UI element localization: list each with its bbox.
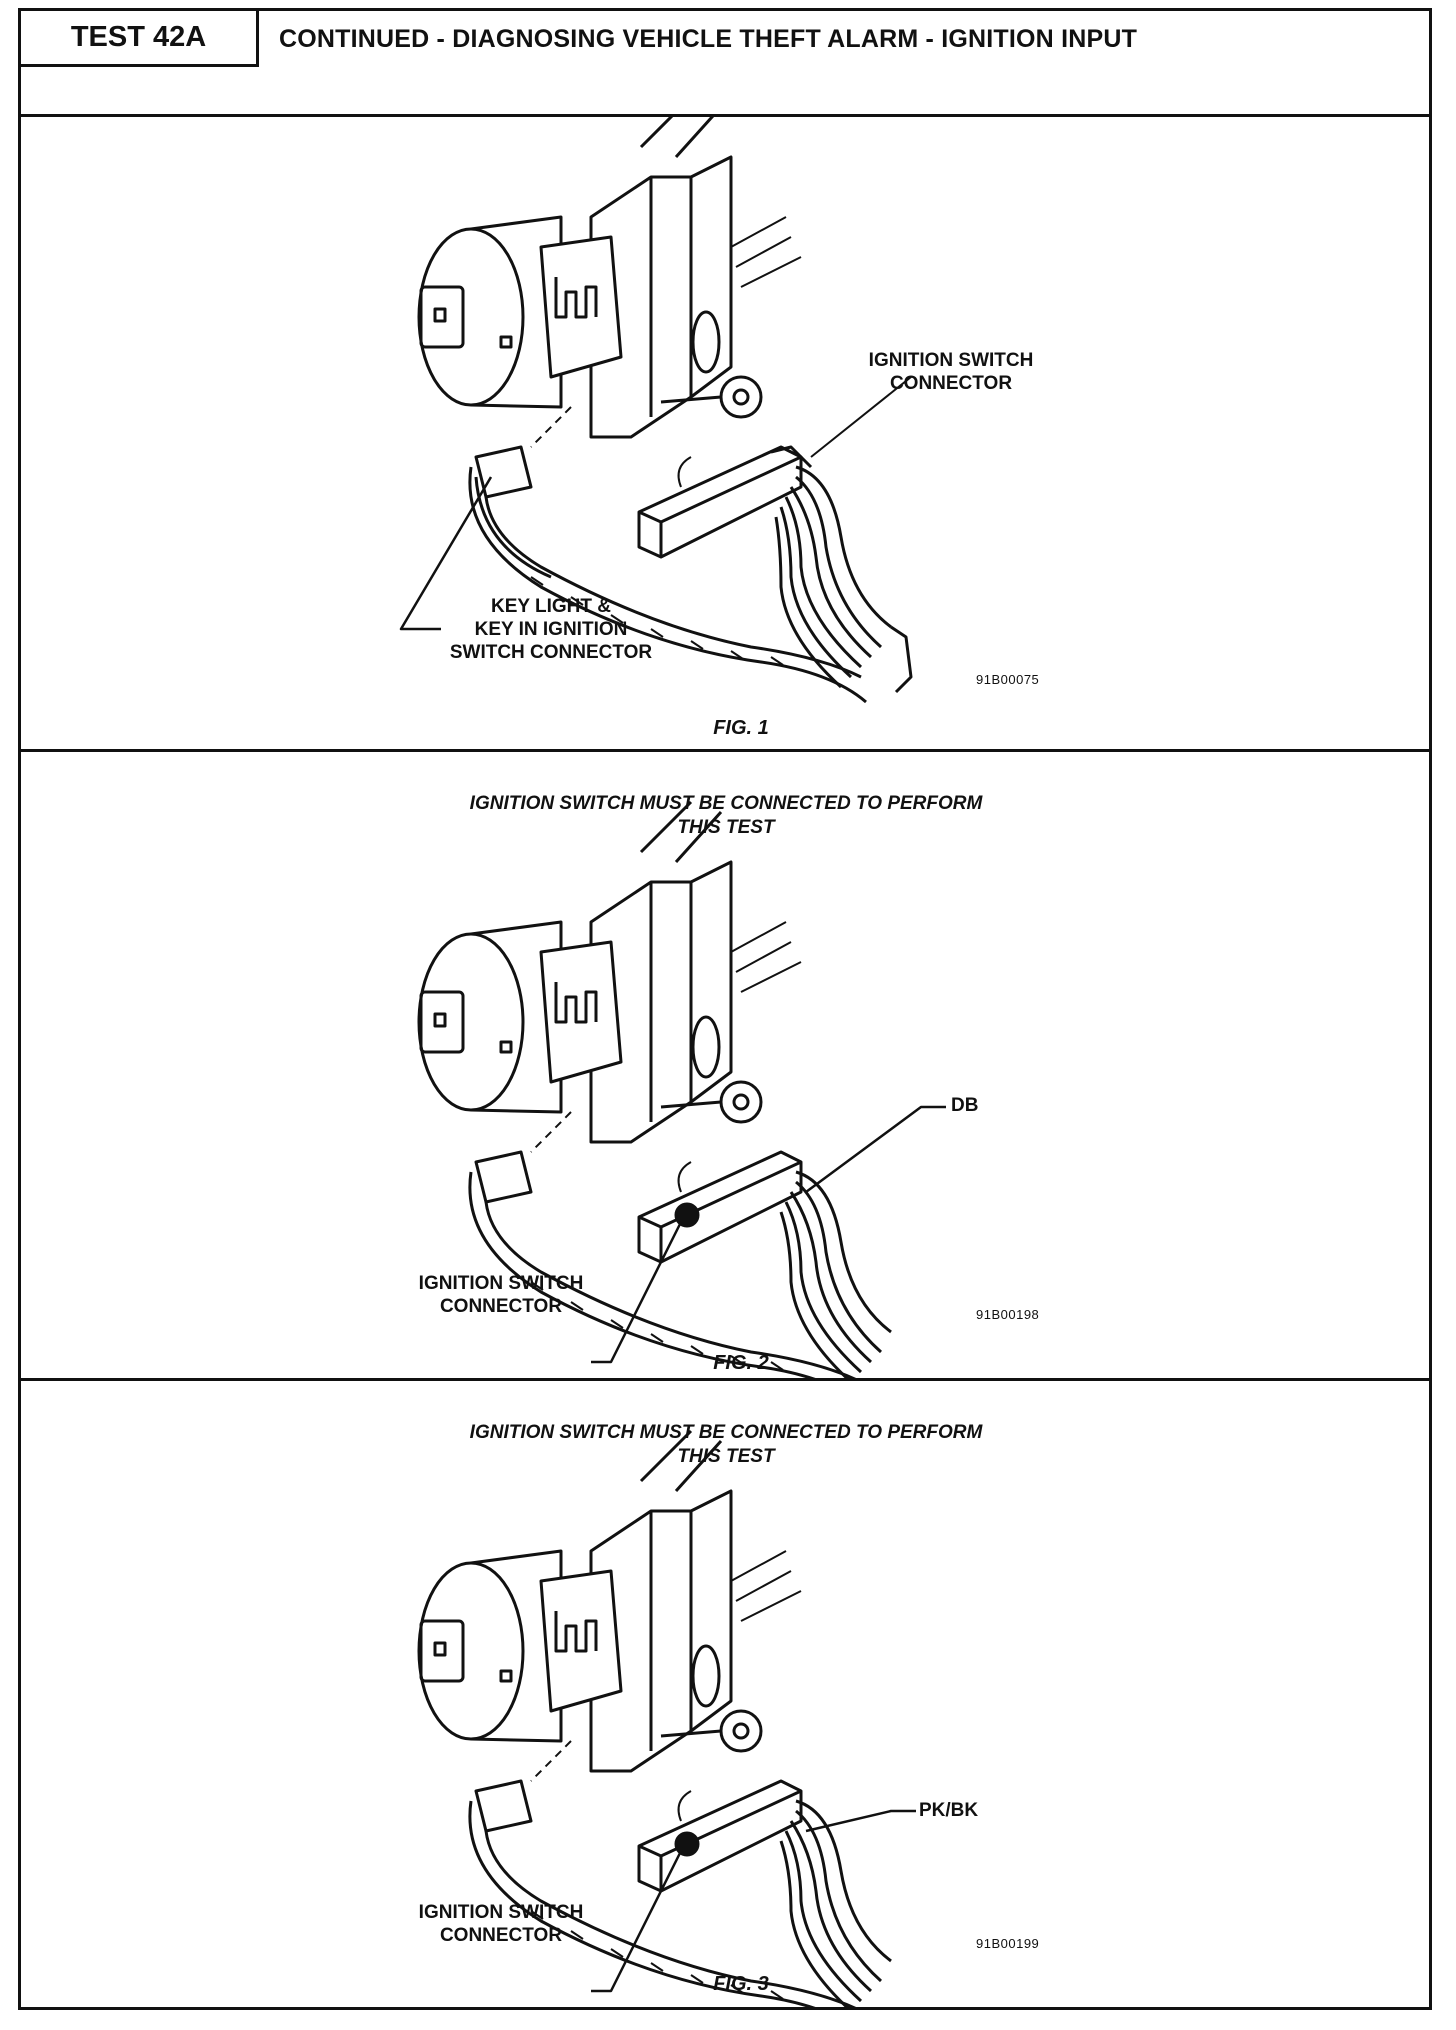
panel-divider — [21, 1378, 1429, 1381]
callout-ignition-switch-connector: IGNITION SWITCH CONNECTOR — [868, 350, 1034, 394]
image-code: 91B00075 — [976, 672, 1040, 687]
figure-panel-2: IGNITION SWITCH MUST BE CONNECTED TO PER… — [21, 752, 1429, 1378]
callout-wire-pk-bk: PK/BK — [919, 1800, 979, 1821]
figure-caption: FIG. 1 — [713, 717, 769, 739]
ignition-switch-illustration-2 — [417, 800, 946, 1378]
figure-caption: FIG. 3 — [713, 1973, 769, 1995]
header-divider — [21, 114, 1429, 117]
page-header: TEST 42A CONTINUED - DIAGNOSING VEHICLE … — [21, 11, 1429, 67]
manual-page: TEST 42A CONTINUED - DIAGNOSING VEHICLE … — [18, 8, 1432, 2010]
figure-panel-1: IGNITION SWITCH CONNECTOR KEY LIGHT & KE… — [21, 117, 1429, 749]
figure-panel-3: IGNITION SWITCH MUST BE CONNECTED TO PER… — [21, 1381, 1429, 2007]
callout-ignition-switch-connector: IGNITION SWITCH CONNECTOR — [418, 1273, 584, 1317]
ignition-switch-illustration-1 — [399, 117, 913, 704]
panel-divider — [21, 749, 1429, 752]
page-title: CONTINUED - DIAGNOSING VEHICLE THEFT ALA… — [279, 25, 1138, 53]
test-id-label: TEST 42A — [21, 11, 259, 67]
callout-wire-db: DB — [951, 1095, 979, 1116]
callout-ignition-switch-connector: IGNITION SWITCH CONNECTOR — [418, 1902, 584, 1946]
figure-caption: FIG. 2 — [713, 1352, 769, 1374]
ignition-switch-illustration-3 — [417, 1429, 916, 2007]
test-note: IGNITION SWITCH MUST BE CONNECTED TO PER… — [469, 793, 983, 838]
callout-key-light-connector: KEY LIGHT & KEY IN IGNITION SWITCH CONNE… — [449, 596, 653, 663]
image-code: 91B00199 — [976, 1936, 1040, 1951]
image-code: 91B00198 — [976, 1307, 1040, 1322]
test-note: IGNITION SWITCH MUST BE CONNECTED TO PER… — [469, 1422, 983, 1467]
